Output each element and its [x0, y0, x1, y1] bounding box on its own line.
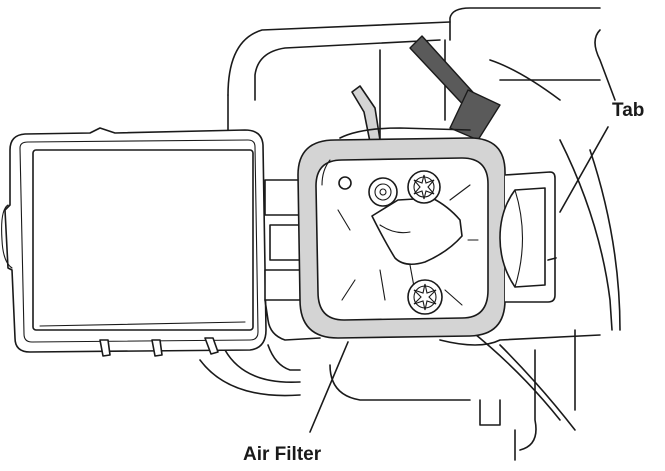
choke-lever [351, 35, 501, 143]
filter-screw-top [407, 170, 441, 204]
air-filter-label: Air Filter [243, 444, 322, 465]
filter-tab [499, 171, 557, 303]
air-filter-leader-line [309, 341, 349, 433]
tab-leader-line [559, 126, 609, 213]
filter-cover [1, 127, 321, 357]
filter-cover-window [32, 149, 254, 331]
air-filter-element [297, 127, 506, 339]
engine-housing [199, 7, 621, 461]
tab-label: Tab [612, 100, 645, 121]
filter-screw-bottom [407, 279, 443, 315]
